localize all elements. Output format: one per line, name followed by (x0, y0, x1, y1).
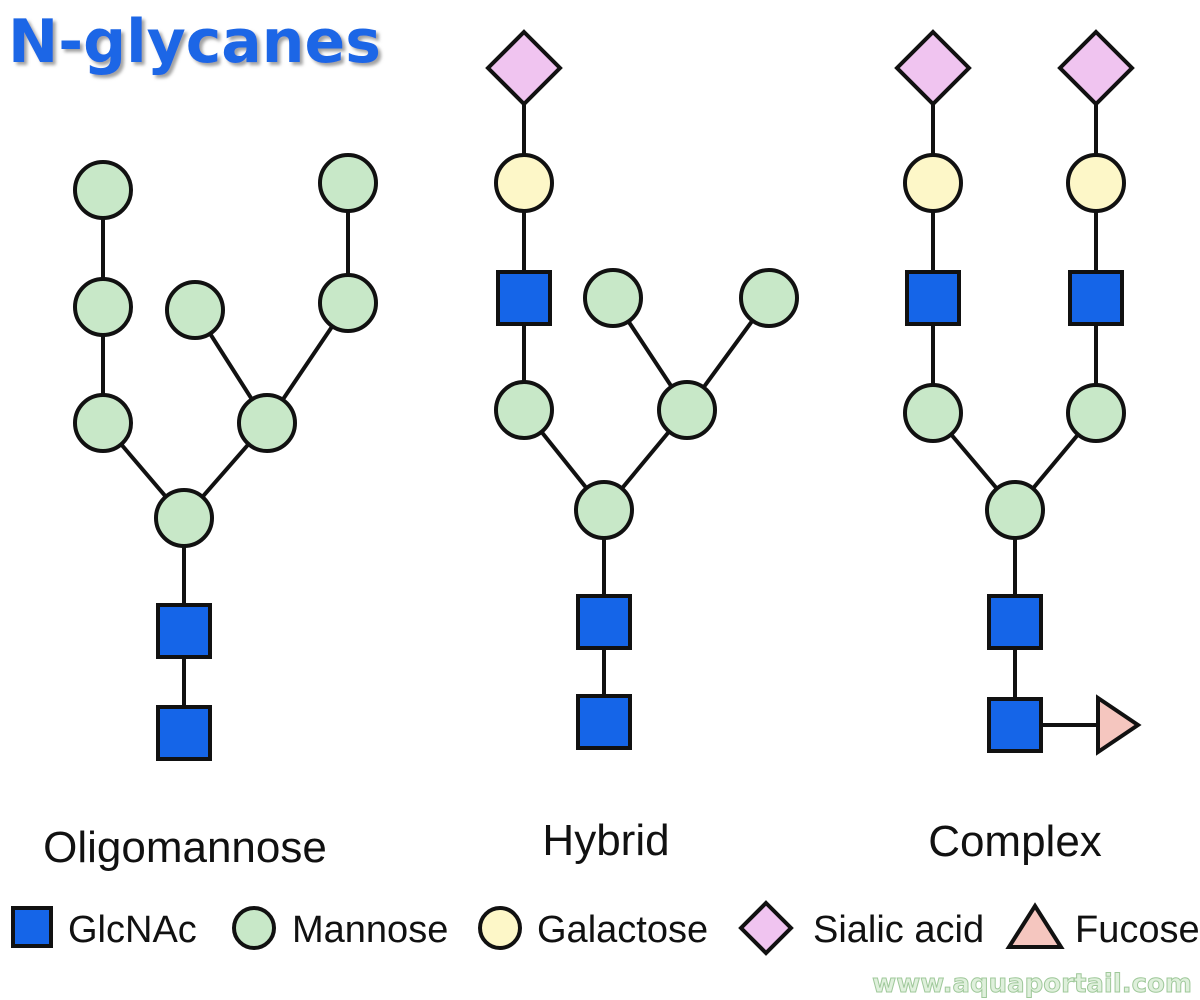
mannose-residue (154, 488, 214, 548)
structure-label-hybrid: Hybrid (542, 816, 669, 865)
sialic-acid-residue (1057, 29, 1135, 107)
glcnac-residue (987, 697, 1043, 753)
legend: GlcNAc Mannose Galactose Sialic acid Fuc… (11, 900, 1200, 956)
mannose-residue (318, 273, 378, 333)
mannose-residue (739, 268, 799, 328)
fucose-triangle-icon (1005, 902, 1065, 949)
page-title: N-glycanes (8, 7, 381, 77)
mannose-residue (494, 380, 554, 440)
sialic-acid-residue (485, 29, 563, 107)
sialic-acid-residue (894, 29, 972, 107)
mannose-residue (583, 268, 643, 328)
mannose-residue (574, 480, 634, 540)
mannose-residue (318, 153, 378, 213)
mannose-residue (73, 160, 133, 220)
legend-label-glcnac: GlcNAc (68, 909, 197, 951)
structure-label-complex: Complex (928, 817, 1102, 866)
mannose-residue (1066, 383, 1126, 443)
glcnac-residue (905, 270, 961, 326)
complex-residues (894, 29, 1142, 756)
mannose-residue (73, 277, 133, 337)
fucose-residue (1096, 694, 1142, 756)
glcnac-residue (576, 594, 632, 650)
mannose-residue (903, 383, 963, 443)
legend-label-mannose: Mannose (292, 909, 448, 951)
legend-label-fucose: Fucose (1075, 909, 1200, 951)
mannose-residue (165, 280, 225, 340)
watermark: www.aquaportail.com (872, 969, 1192, 999)
galactose-circle-icon (478, 906, 522, 950)
mannose-circle-icon (232, 906, 276, 950)
mannose-residue (657, 380, 717, 440)
galactose-residue (903, 153, 963, 213)
oligomannose-structure (101, 183, 350, 733)
galactose-residue (1066, 153, 1126, 213)
mannose-residue (985, 480, 1045, 540)
structure-label-oligomannose: Oligomannose (43, 823, 327, 872)
legend-label-sialic-acid: Sialic acid (813, 909, 984, 951)
glcnac-residue (156, 603, 212, 659)
mannose-residue (237, 393, 297, 453)
hybrid-structure (522, 68, 771, 722)
glcnac-square-icon (11, 906, 53, 948)
glcnac-residue (156, 705, 212, 761)
hybrid-residues (485, 29, 799, 750)
oligomannose-residues (73, 153, 378, 761)
sialic-acid-diamond-icon (738, 900, 794, 956)
glcnac-residue (496, 270, 552, 326)
glcnac-residue (987, 594, 1043, 650)
mannose-residue (73, 393, 133, 453)
galactose-residue (494, 153, 554, 213)
glcnac-residue (576, 694, 632, 750)
legend-label-galactose: Galactose (537, 909, 708, 951)
glcnac-residue (1068, 270, 1124, 326)
